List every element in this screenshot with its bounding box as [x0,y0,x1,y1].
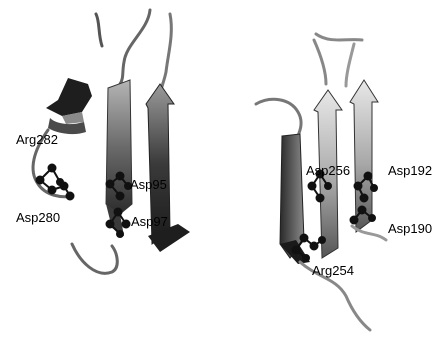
right-structure: Asp256 Asp192 Asp190 Arg254 [256,34,432,330]
left-structure: Arg282 Asp280 Asp95 Asp97 [16,10,190,273]
label-asp97: Asp97 [131,214,168,229]
coil-left-top-c [160,14,171,96]
label-asp190: Asp190 [388,221,432,236]
label-arg282: Arg282 [16,132,58,147]
label-asp192: Asp192 [388,163,432,178]
coil-left-bottom [72,244,117,273]
helix-left [46,78,92,134]
coil-right-top-a [316,34,362,40]
coil-right-left-loop [256,99,301,140]
coil-right-top-b [314,40,326,84]
label-asp256: Asp256 [306,163,350,178]
beta-strand-right-1 [280,134,310,264]
coil-left-top-b [120,10,150,84]
coil-right-bottom-b [352,226,386,240]
label-asp280: Asp280 [16,210,60,225]
coil-right-top-c [346,44,354,86]
coil-left-top-a [96,14,102,46]
label-asp95: Asp95 [130,177,167,192]
label-arg254: Arg254 [312,263,354,278]
